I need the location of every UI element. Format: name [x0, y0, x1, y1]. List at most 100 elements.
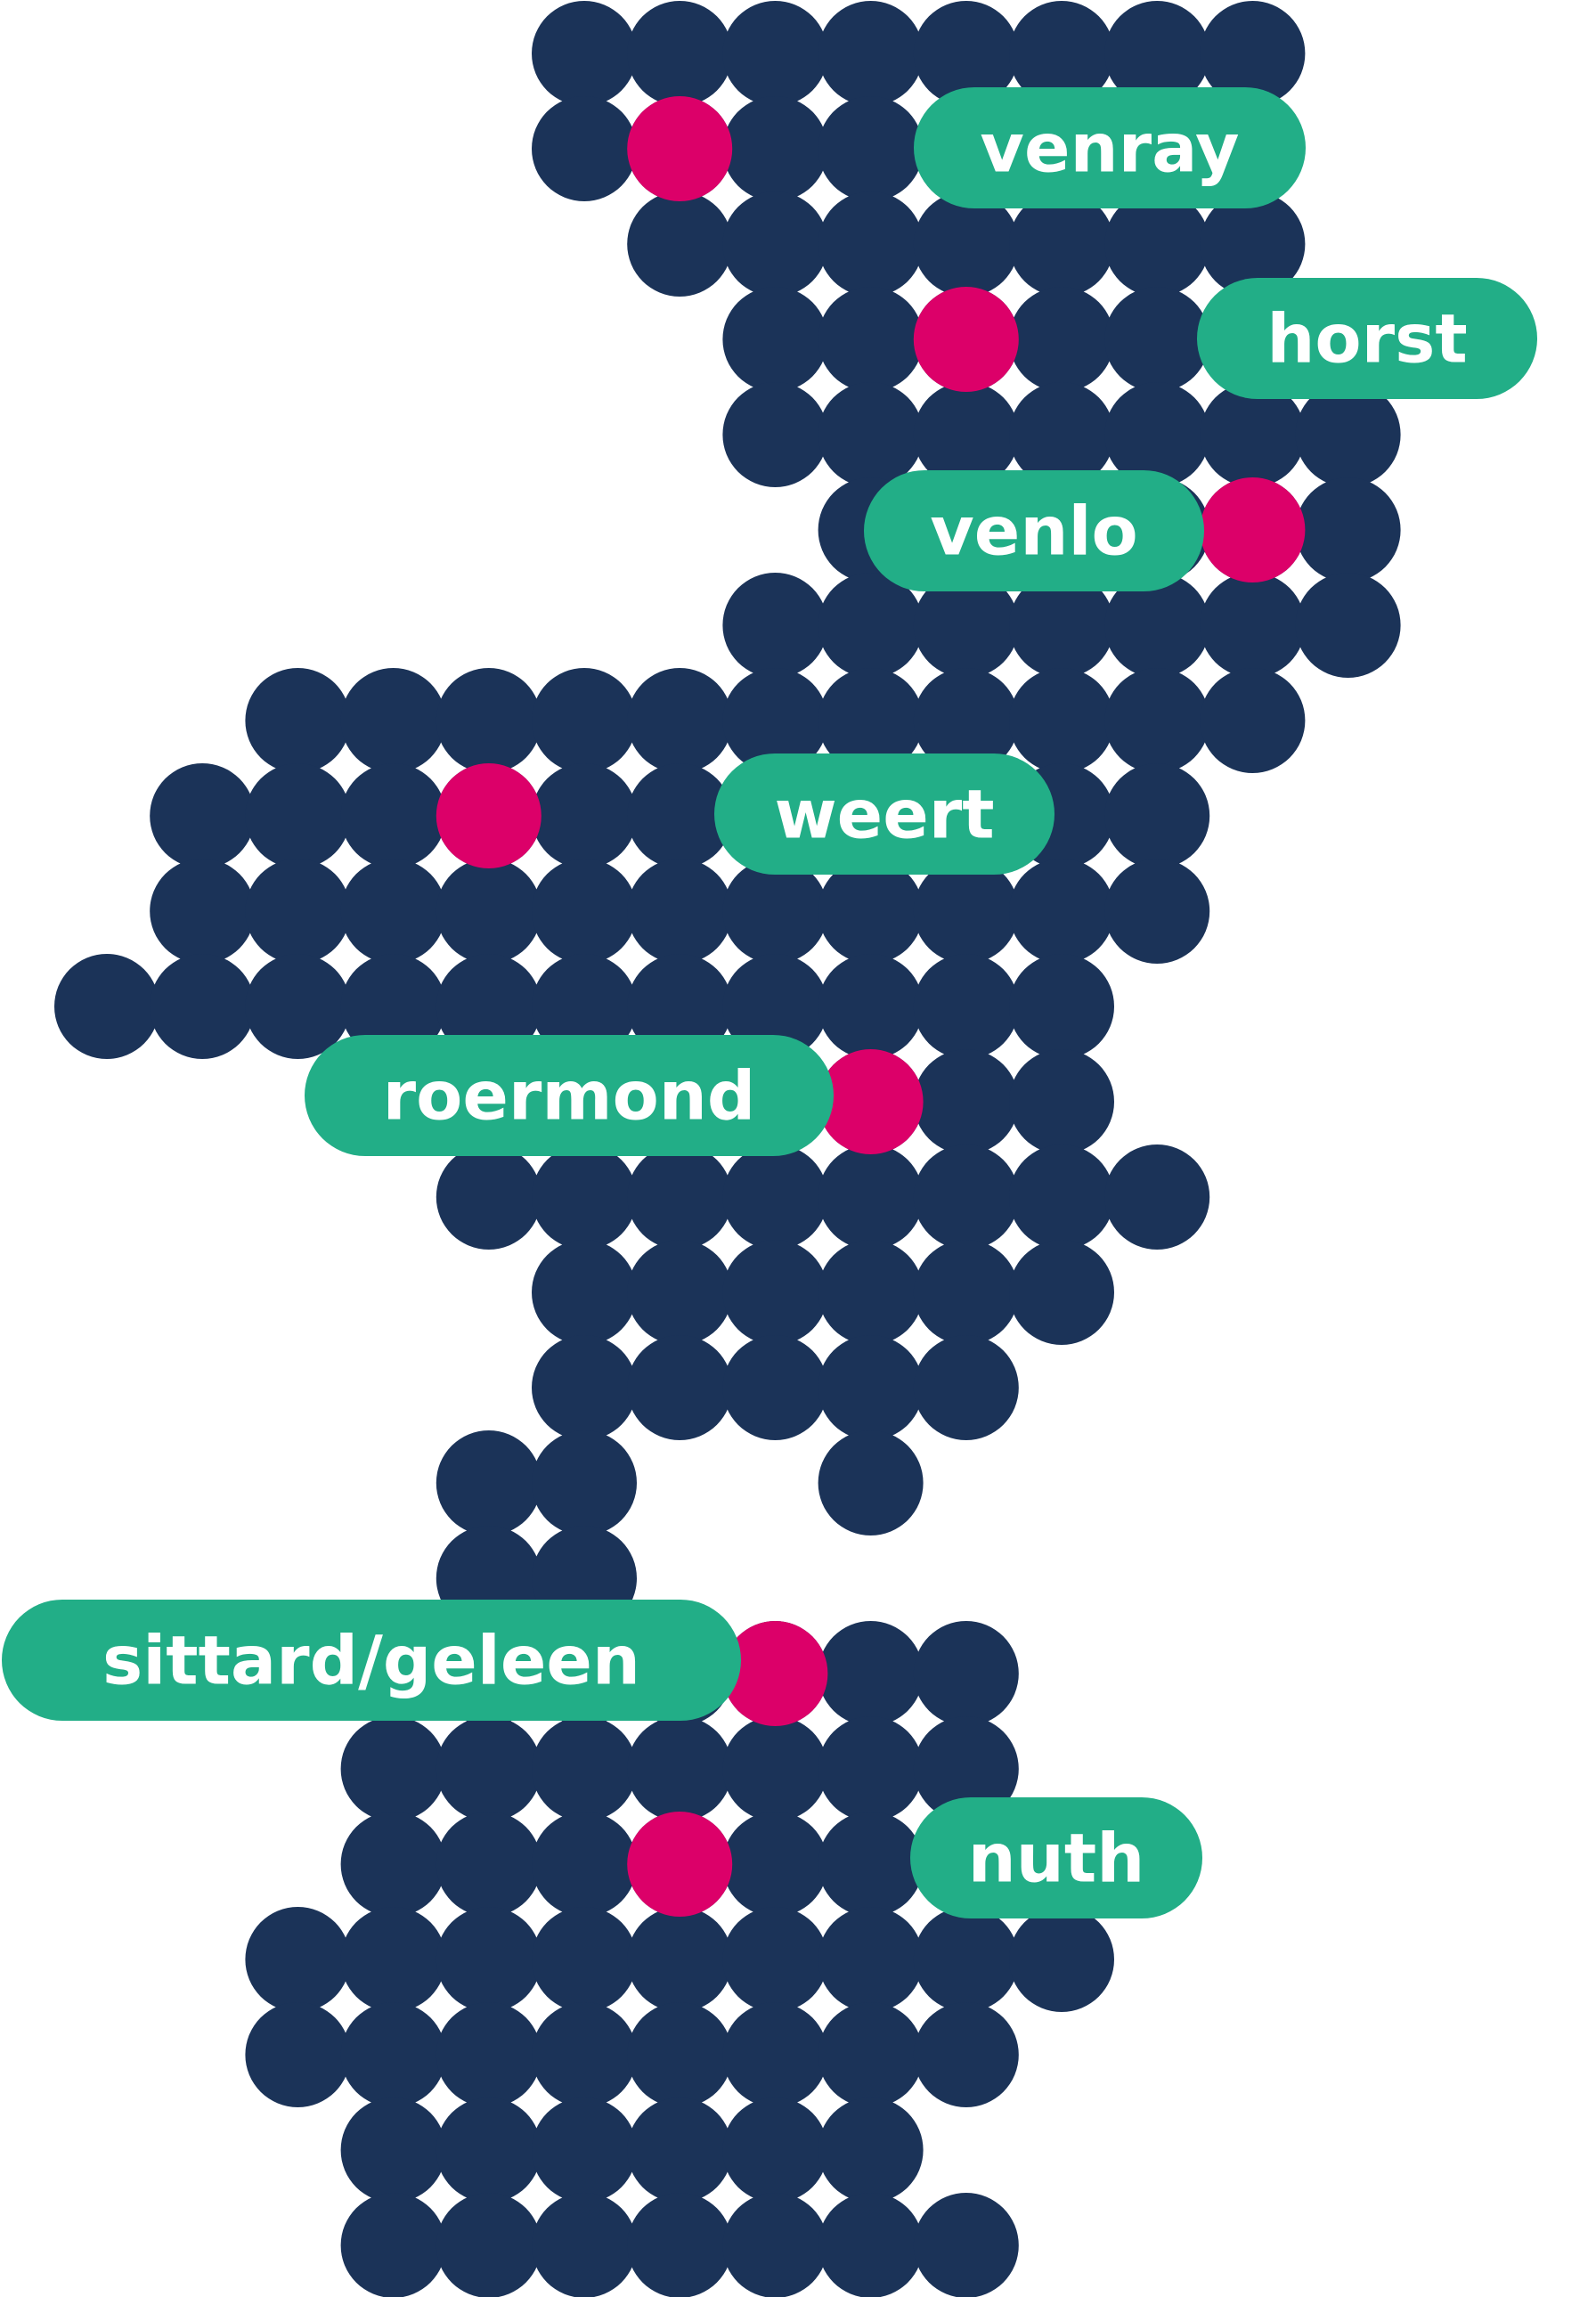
- city-label-nuth[interactable]: nuth: [910, 1797, 1202, 1918]
- map-dot: [722, 2002, 828, 2107]
- city-marker-horst[interactable]: [913, 287, 1019, 392]
- label-pill: [914, 87, 1306, 208]
- city-label-venlo[interactable]: venlo: [864, 470, 1204, 591]
- map-dot: [54, 954, 159, 1059]
- map-dot: [722, 1240, 828, 1345]
- label-pill: [2, 1600, 741, 1721]
- map-dot: [722, 954, 828, 1059]
- map-dot: [627, 2097, 733, 2203]
- map-dot: [818, 287, 924, 392]
- map-dot: [1104, 763, 1210, 868]
- city-label-roermond[interactable]: roermond: [305, 1035, 834, 1156]
- city-marker-sittard-geleen[interactable]: [722, 1621, 828, 1726]
- map-dot: [340, 2002, 446, 2107]
- city-marker-venray[interactable]: [627, 96, 733, 201]
- map-dot: [818, 1240, 924, 1345]
- map-dot: [1295, 477, 1401, 582]
- map-dot: [818, 954, 924, 1059]
- map-dot: [1200, 1, 1306, 106]
- map-dot: [722, 96, 828, 201]
- map-dot: [532, 1144, 637, 1250]
- map-dot: [340, 2193, 446, 2297]
- map-dot: [913, 2002, 1019, 2107]
- map-dot: [1200, 573, 1306, 678]
- city-name-horst: horst: [1266, 299, 1467, 379]
- map-dot: [1009, 382, 1114, 487]
- city-label-weert[interactable]: weert: [714, 753, 1054, 875]
- map-dot: [627, 1335, 733, 1440]
- map-dot: [1009, 859, 1114, 964]
- map-dot: [818, 1, 924, 106]
- map-dot: [532, 1907, 637, 2012]
- map-dot: [818, 2193, 924, 2297]
- map-dot: [913, 1240, 1019, 1345]
- map-dot: [1200, 191, 1306, 297]
- map-dot: [436, 1430, 542, 1535]
- city-label-horst[interactable]: horst: [1197, 278, 1537, 399]
- map-dot: [532, 2002, 637, 2107]
- map-dot: [532, 1335, 637, 1440]
- map-dot: [1009, 954, 1114, 1059]
- map-dot: [1200, 382, 1306, 487]
- map-dot: [1009, 191, 1114, 297]
- map-dot: [1009, 1240, 1114, 1345]
- map-dot: [1295, 382, 1401, 487]
- map-dot: [436, 2002, 542, 2107]
- map-dot: [1104, 1144, 1210, 1250]
- map-dot: [818, 2097, 924, 2203]
- map-dot: [1009, 1144, 1114, 1250]
- map-dot: [913, 2193, 1019, 2297]
- city-label-venray[interactable]: venray: [914, 87, 1306, 208]
- map-dot: [627, 859, 733, 964]
- map-dot: [150, 763, 256, 868]
- map-dot: [722, 2193, 828, 2297]
- map-dot: [818, 1430, 924, 1535]
- city-name-sittard-geleen: sittard/geleen: [102, 1621, 640, 1700]
- map-dot: [913, 1335, 1019, 1440]
- map-dot: [722, 1812, 828, 1917]
- map-dot: [150, 859, 256, 964]
- map-dot: [627, 2193, 733, 2297]
- map-dot: [627, 954, 733, 1059]
- label-pill: [910, 1797, 1202, 1918]
- map-dot: [722, 2097, 828, 2203]
- map-dot: [627, 1716, 733, 1821]
- map-dot: [1009, 287, 1114, 392]
- map-dot: [1009, 1907, 1114, 2012]
- map-dot: [913, 382, 1019, 487]
- map-dot: [913, 1621, 1019, 1726]
- city-name-venray: venray: [980, 109, 1239, 188]
- map-dot: [722, 859, 828, 964]
- label-pill: [714, 753, 1054, 875]
- map-dot: [818, 382, 924, 487]
- map-dot: [436, 668, 542, 773]
- label-pill: [1197, 278, 1537, 399]
- map-dot: [913, 859, 1019, 964]
- map-dot: [1104, 1, 1210, 106]
- map-dot: [1104, 668, 1210, 773]
- city-marker-weert[interactable]: [436, 763, 542, 868]
- map-dot: [532, 668, 637, 773]
- map-dot: [627, 1144, 733, 1250]
- city-labels: venray horst venlo weert roermond sittar…: [2, 87, 1537, 1918]
- city-label-sittard-geleen[interactable]: sittard/geleen: [2, 1600, 741, 1721]
- city-marker-nuth[interactable]: [627, 1812, 733, 1917]
- map-dot: [627, 1, 733, 106]
- map-dot: [818, 1621, 924, 1726]
- map-dot: [627, 1240, 733, 1345]
- map-dot: [532, 1, 637, 106]
- map-dot: [436, 1907, 542, 2012]
- city-marker-roermond[interactable]: [818, 1049, 924, 1154]
- map-dot: [532, 96, 637, 201]
- city-marker-venlo[interactable]: [1200, 477, 1306, 582]
- map-dot: [627, 1907, 733, 2012]
- map-dot: [245, 763, 351, 868]
- map-dot: [913, 1144, 1019, 1250]
- map-dot: [340, 1812, 446, 1917]
- map-dot: [436, 954, 542, 1059]
- map-dot: [722, 1144, 828, 1250]
- map-dot: [532, 954, 637, 1059]
- map-dot: [913, 1, 1019, 106]
- map-dot: [913, 1907, 1019, 2012]
- map-dot: [818, 859, 924, 964]
